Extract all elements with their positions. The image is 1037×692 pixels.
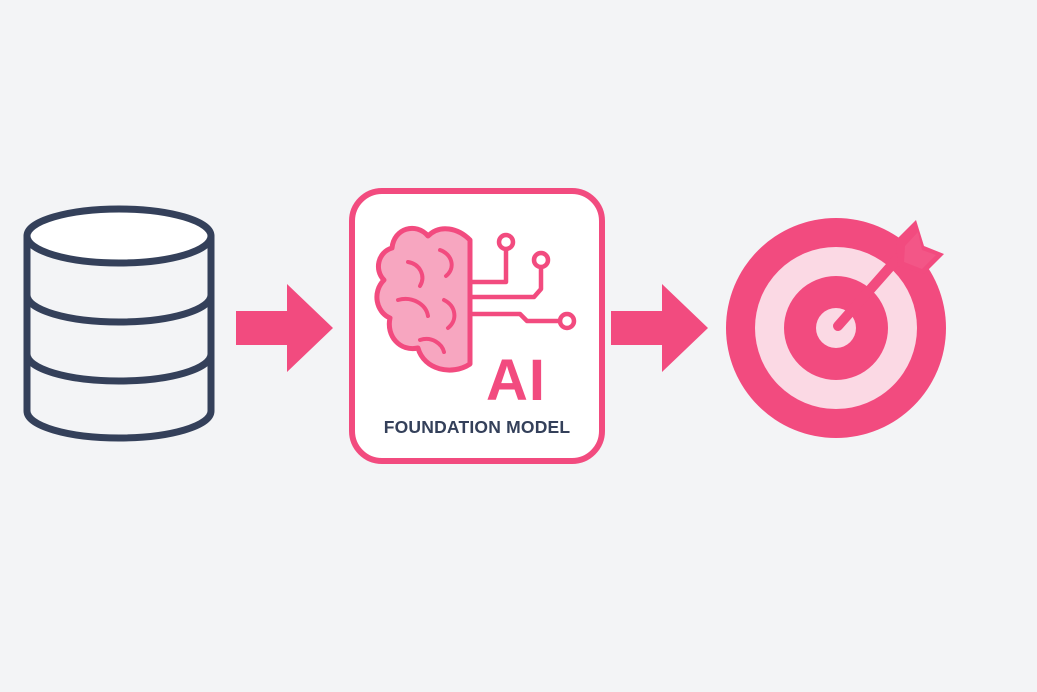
foundation-model-label: FOUNDATION MODEL (383, 417, 571, 437)
arrow-right-icon (236, 284, 333, 372)
arrow-right-icon (611, 284, 708, 372)
database-icon (23, 205, 215, 442)
ai-badge-text: AI (486, 348, 546, 413)
target-arrow-icon (726, 218, 946, 438)
brain-circuit-icon (374, 225, 577, 373)
